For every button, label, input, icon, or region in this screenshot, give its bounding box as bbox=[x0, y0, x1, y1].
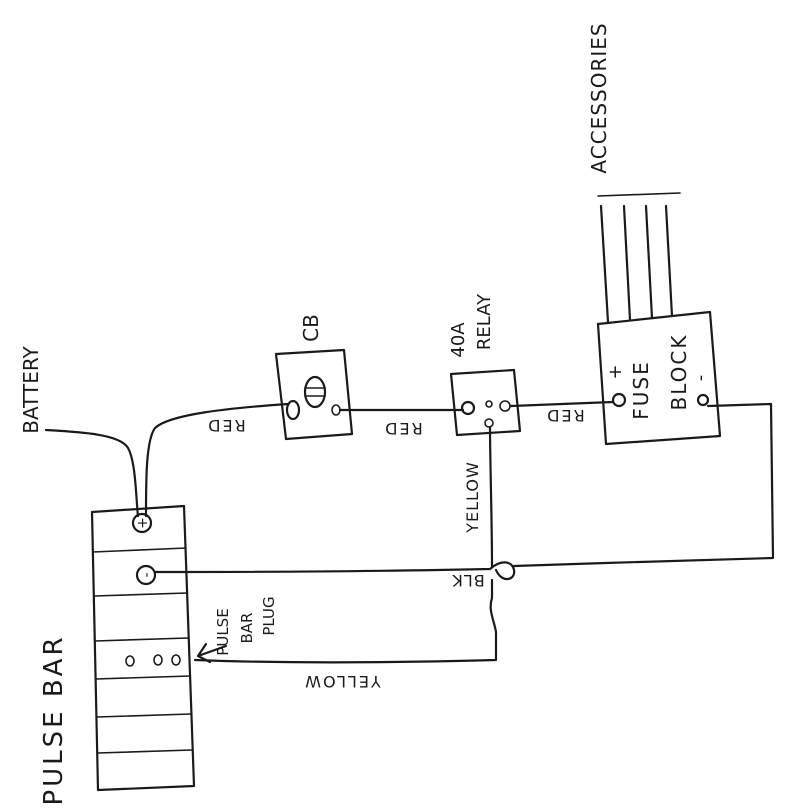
wire-yellow-relay bbox=[488, 425, 494, 568]
pulse-bar-plug-arrow bbox=[196, 642, 228, 664]
wire-blk bbox=[153, 402, 775, 581]
pulse-bar-plug-label: PULSE BAR PLUG bbox=[214, 596, 278, 655]
relay-terminal-out bbox=[499, 400, 511, 412]
pulse-bar-plug-pins bbox=[125, 654, 181, 667]
pulse-bar: + - PULSE BAR bbox=[39, 504, 196, 806]
accessories: ACCESSORIES bbox=[587, 22, 681, 324]
wire-red-1 bbox=[144, 402, 290, 518]
wire-red-1-label: RED bbox=[206, 416, 246, 435]
cb-switch bbox=[303, 375, 327, 409]
relay-label-amps: 40A bbox=[448, 322, 469, 358]
plug-label-line3: PLUG bbox=[260, 596, 278, 635]
cb-terminal-left bbox=[285, 399, 301, 421]
relay-label-name: RELAY bbox=[474, 293, 495, 350]
wire-red-3 bbox=[509, 400, 615, 408]
battery-label: BATTERY bbox=[19, 346, 43, 434]
fuse-block-minus-label: - bbox=[690, 375, 711, 382]
relay-40a: 40A RELAY bbox=[448, 293, 522, 437]
wire-yellow-bottom bbox=[193, 578, 498, 664]
plug-label-line2: BAR bbox=[238, 613, 256, 644]
fuse-block-negative-terminal bbox=[696, 393, 710, 407]
negative-terminal-label: - bbox=[139, 572, 155, 577]
wire-red-2-label: RED bbox=[383, 419, 423, 438]
fuse-block-label-fuse: FUSE bbox=[629, 360, 653, 419]
wire-yellow-relay-label: YELLOW bbox=[463, 461, 482, 534]
plug-label-line1: PULSE bbox=[214, 608, 232, 655]
cb-terminal-right bbox=[331, 404, 341, 416]
wire-battery-lead bbox=[44, 428, 140, 518]
positive-terminal-label: + bbox=[135, 517, 151, 529]
pulse-bar-label: PULSE BAR bbox=[39, 634, 69, 805]
relay-terminal-trigger-2 bbox=[484, 418, 494, 428]
fuse-block: + FUSE BLOCK - bbox=[596, 310, 722, 446]
wire-red-3-label: RED bbox=[545, 406, 585, 425]
wire-yellow-bottom-label: YELLOW bbox=[303, 672, 382, 691]
wire-blk-label: BLK bbox=[451, 571, 484, 590]
relay-terminal-in bbox=[460, 400, 476, 416]
fuse-block-plus-label: + bbox=[605, 364, 626, 379]
circuit-breaker: CB bbox=[274, 314, 354, 441]
battery: BATTERY bbox=[19, 346, 43, 434]
pulse-bar-positive-terminal bbox=[131, 512, 153, 534]
fuse-block-positive-terminal bbox=[611, 392, 627, 408]
cb-label: CB bbox=[299, 314, 323, 342]
pulse-bar-negative-terminal bbox=[135, 564, 157, 586]
fuse-block-label-block: BLOCK bbox=[667, 334, 691, 411]
accessories-label: ACCESSORIES bbox=[587, 22, 611, 173]
relay-terminal-trigger-1 bbox=[485, 400, 493, 408]
